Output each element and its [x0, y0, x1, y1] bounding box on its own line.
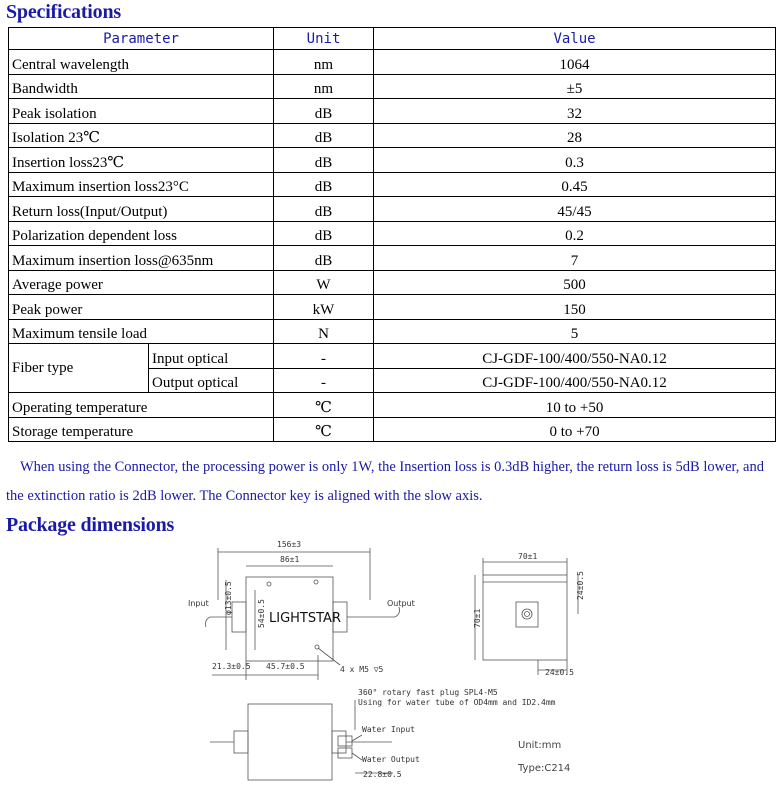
- value-cell: 28: [373, 122, 777, 148]
- param-cell: Insertion loss23℃: [7, 147, 275, 173]
- value-cell: 7: [373, 245, 777, 271]
- unit-cell: dB: [273, 147, 375, 173]
- plug-note-2: Using for water tube of OD4mm and ID2.4m…: [358, 698, 556, 707]
- isolator-body-cooling-view: [247, 703, 333, 781]
- unit-cell: nm: [273, 73, 375, 99]
- isolator-body-side-view: [482, 574, 568, 661]
- header-unit: Unit: [273, 27, 375, 50]
- input-label: Input: [188, 599, 209, 608]
- value-cell: CJ-GDF-100/400/550-NA0.12: [373, 343, 777, 369]
- dim-phi: φ13±0.5: [224, 581, 233, 615]
- specifications-heading: Specifications: [6, 1, 121, 23]
- dim-side-height: 70±1: [473, 609, 482, 628]
- connector-note-line-1: When using the Connector, the processing…: [20, 459, 764, 475]
- fiber-type-cell: Fiber type: [8, 343, 149, 393]
- value-cell: 150: [373, 294, 777, 320]
- param-cell: Isolation 23℃: [7, 122, 275, 148]
- value-cell: 0 to +70: [373, 416, 777, 442]
- value-cell: 500: [373, 269, 777, 295]
- hole-note: 4 x M5 ▽5: [340, 665, 384, 674]
- param-cell: Bandwidth: [7, 73, 275, 99]
- value-cell: ±5: [373, 73, 777, 99]
- param-cell: Maximum insertion loss@635nm: [7, 245, 275, 271]
- dim-total-length: 156±3: [277, 540, 301, 549]
- param-cell: Average power: [7, 269, 275, 295]
- unit-text: Unit:mm: [518, 740, 561, 751]
- unit-cell: dB: [273, 122, 375, 148]
- unit-cell: ℃: [273, 416, 375, 442]
- dim-mid-height: 54±0.5: [257, 599, 266, 628]
- param-cell: Return loss(Input/Output): [7, 196, 275, 222]
- header-value: Value: [373, 27, 777, 50]
- connector-note-line-2: the extinction ratio is 2dB lower. The C…: [6, 488, 483, 504]
- param-cell: Central wavelength: [7, 49, 275, 75]
- unit-cell: dB: [273, 245, 375, 271]
- dim-side-width: 70±1: [518, 552, 537, 561]
- header-parameter: Parameter: [7, 27, 275, 50]
- value-cell: 45/45: [373, 196, 777, 222]
- plug-note-1: 360° rotary fast plug SPL4-M5: [358, 688, 498, 697]
- fiber-input-label: Input optical: [147, 343, 275, 369]
- unit-cell: dB: [273, 196, 375, 222]
- type-text: Type:C214: [517, 763, 570, 774]
- water-input-label: Water Input: [362, 725, 415, 734]
- dim-body-length: 86±1: [280, 555, 299, 564]
- value-cell: 32: [373, 98, 777, 124]
- unit-cell: dB: [273, 98, 375, 124]
- table-header-row: Parameter Unit Value: [7, 27, 777, 50]
- dim-water: 22.8±0.5: [363, 770, 402, 779]
- value-cell: CJ-GDF-100/400/550-NA0.12: [373, 367, 777, 393]
- unit-cell: nm: [273, 49, 375, 75]
- param-cell: Peak isolation: [7, 98, 275, 124]
- dim-bottom-offset: 45.7±0.5: [266, 662, 305, 671]
- param-cell: Operating temperature: [7, 392, 275, 418]
- output-label: Output: [387, 599, 415, 608]
- value-cell: 1064: [373, 49, 777, 75]
- param-cell: Storage temperature: [7, 416, 275, 442]
- dim-side-right: 24±0.5: [576, 571, 585, 600]
- water-output-label: Water Output: [362, 755, 420, 764]
- dim-left-offset: 21.3±0.5: [212, 662, 251, 671]
- table-row-fiber-input: Fiber type Input optical - CJ-GDF-100/40…: [8, 343, 777, 393]
- unit-cell: kW: [273, 294, 375, 320]
- dim-side-bottom: 24±0.5: [545, 668, 574, 677]
- brand-label: LIGHTSTAR: [269, 611, 341, 626]
- package-dimensions-heading: Package dimensions: [6, 514, 175, 536]
